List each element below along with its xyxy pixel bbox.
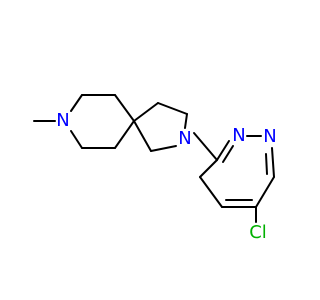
bond-pyd-n1-c6 — [271, 147, 275, 178]
atom-chlorine: Cl — [249, 222, 267, 243]
bond-pyd-c6-c5 — [255, 176, 275, 208]
bond-pyd-c3-c4-link — [199, 159, 218, 178]
bond-pyr-bottom-n — [150, 145, 177, 152]
molecule-structure-diagram: N N N N Cl — [33, 94, 277, 243]
bond-pyd-n1-c6-double — [265, 153, 268, 175]
atom-n-pyridazine-1: N — [263, 126, 276, 147]
bond-n-to-pyridazine — [193, 132, 218, 161]
bond-pyr-spiro-top — [133, 102, 159, 122]
atom-n-pyrrolidine: N — [178, 128, 191, 149]
bond-pyd-c4-c3 — [199, 176, 223, 208]
bond-pyr-top — [157, 102, 188, 115]
bond-pyr-spiro-bottom — [133, 120, 152, 152]
bond-pyd-c3-n2-double — [222, 145, 234, 163]
bond-pip-lower-right — [114, 120, 135, 149]
atom-n-piperidine: N — [56, 110, 69, 131]
bond-pyr-top-n — [184, 113, 188, 129]
bond-pip-n-lower — [70, 130, 83, 149]
bond-pyd-c3-n2 — [216, 140, 230, 161]
atom-n-pyridazine-2: N — [232, 125, 245, 146]
bond-pip-upper-right — [114, 94, 135, 122]
bond-pip-n-upper — [70, 94, 83, 112]
